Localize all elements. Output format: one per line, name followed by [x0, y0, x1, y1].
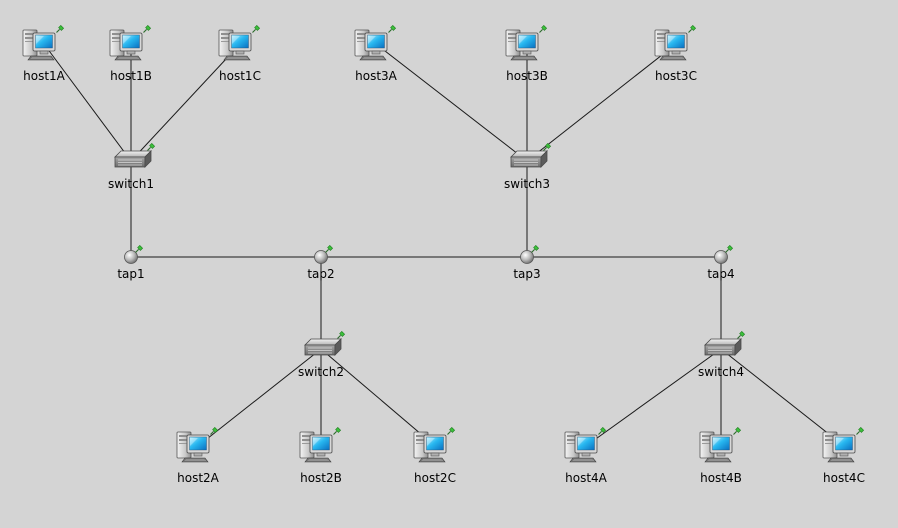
link-host1C-switch1: [130, 43, 241, 162]
node-label: tap4: [707, 267, 734, 281]
node-label: host1C: [219, 69, 261, 83]
node-switch2[interactable]: switch2: [298, 331, 345, 379]
node-label: host3C: [655, 69, 697, 83]
host-icon: [177, 427, 218, 462]
node-switch3[interactable]: switch3: [504, 143, 551, 191]
node-host4A[interactable]: host4A: [565, 427, 608, 485]
node-label: host4B: [700, 471, 742, 485]
switch-icon: [705, 331, 745, 355]
node-host3A[interactable]: host3A: [355, 25, 398, 83]
node-host2A[interactable]: host2A: [177, 427, 220, 485]
link-switch4-host4A: [585, 348, 722, 447]
link-switch2-host2C: [320, 348, 436, 447]
tap-icon: [315, 245, 333, 263]
host-icon: [565, 427, 606, 462]
node-host4B[interactable]: host4B: [700, 427, 742, 485]
nodes-layer: host1A host1B host1C host3A host3B host3C swit…: [23, 25, 865, 485]
link-host3A-switch3: [375, 43, 528, 162]
node-label: tap1: [117, 267, 144, 281]
node-label: host2C: [414, 471, 456, 485]
node-label: switch4: [698, 365, 744, 379]
node-tap2[interactable]: tap2: [307, 245, 335, 281]
host-icon: [219, 25, 260, 60]
node-switch1[interactable]: switch1: [108, 143, 155, 191]
node-switch4[interactable]: switch4: [698, 331, 745, 379]
node-label: switch1: [108, 177, 154, 191]
link-host3C-switch3: [526, 43, 677, 162]
node-label: tap2: [307, 267, 334, 281]
node-label: host4C: [823, 471, 865, 485]
node-host3B[interactable]: host3B: [506, 25, 548, 83]
switch-icon: [305, 331, 345, 355]
node-host4C[interactable]: host4C: [823, 427, 865, 485]
node-host1B[interactable]: host1B: [110, 25, 152, 83]
node-host1C[interactable]: host1C: [219, 25, 261, 83]
host-icon: [23, 25, 64, 60]
node-tap1[interactable]: tap1: [117, 245, 145, 281]
link-host1A-switch1: [43, 43, 132, 162]
host-icon: [110, 25, 151, 60]
node-host3C[interactable]: host3C: [655, 25, 697, 83]
host-icon: [506, 25, 547, 60]
node-host2B[interactable]: host2B: [300, 427, 342, 485]
tap-icon: [521, 245, 539, 263]
node-label: host2B: [300, 471, 342, 485]
link-switch4-host4C: [720, 348, 845, 447]
node-tap4[interactable]: tap4: [707, 245, 735, 281]
node-label: switch3: [504, 177, 550, 191]
host-icon: [655, 25, 696, 60]
tap-icon: [715, 245, 733, 263]
node-label: host3B: [506, 69, 548, 83]
host-icon: [823, 427, 864, 462]
node-label: host1B: [110, 69, 152, 83]
host-icon: [700, 427, 741, 462]
node-label: host3A: [355, 69, 398, 83]
host-icon: [300, 427, 341, 462]
node-label: host2A: [177, 471, 220, 485]
node-label: host4A: [565, 471, 608, 485]
tap-icon: [125, 245, 143, 263]
link-switch2-host2A: [197, 348, 322, 447]
node-tap3[interactable]: tap3: [513, 245, 541, 281]
node-label: host1A: [23, 69, 66, 83]
node-host1A[interactable]: host1A: [23, 25, 66, 83]
node-label: switch2: [298, 365, 344, 379]
links-layer: [43, 43, 845, 447]
node-label: tap3: [513, 267, 540, 281]
node-host2C[interactable]: host2C: [414, 427, 456, 485]
host-icon: [414, 427, 455, 462]
